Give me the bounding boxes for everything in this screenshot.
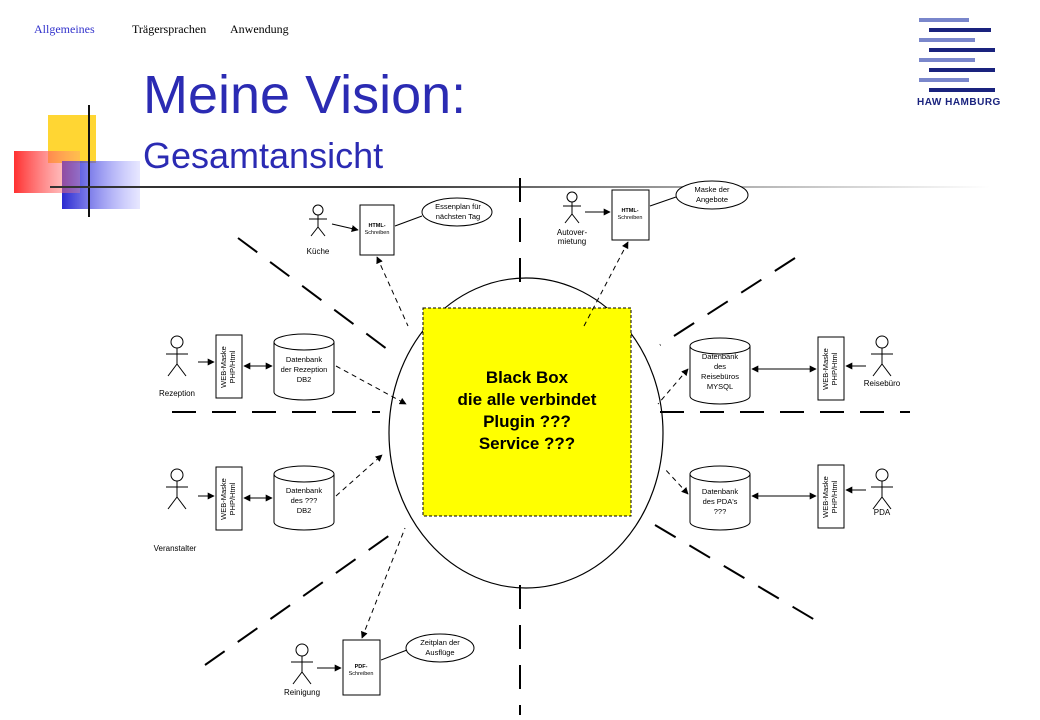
actor-kueche-icon <box>309 204 327 237</box>
actor-rezeption-icon <box>166 335 188 377</box>
db-veranstalter-line3: DB2 <box>297 506 312 515</box>
web-mask-right-bottom: WEB-Maske PHP/Html <box>817 464 845 529</box>
actor-label-kueche: Küche <box>307 247 330 256</box>
system-boundary-circle <box>388 277 664 589</box>
db-pda-line3: ??? <box>714 507 727 516</box>
actor-label-rezeption: Rezeption <box>159 389 195 398</box>
web-mask-left-top: WEB-Maske PHP/Html <box>215 334 243 399</box>
db-pda-line1: Datenbank <box>702 487 739 496</box>
actor-reisebuero-icon <box>871 335 893 377</box>
separator-lower-right <box>654 524 816 621</box>
web-mask-right-bottom-line2: PHP/Html <box>830 480 839 513</box>
doc-html-kueche: HTML- Schreiben <box>359 204 395 256</box>
bubble-essenplan-line1: Essenplan für <box>435 202 481 211</box>
db-rezeption-icon <box>273 333 335 401</box>
actor-label-autovermietung-1: Autover- <box>557 228 588 237</box>
black-box-rect <box>422 307 632 517</box>
web-mask-right-bottom-line1: WEB-Maske <box>821 476 830 518</box>
db-pda-line2: des PDA's <box>703 497 738 506</box>
nav-item-anwendung[interactable]: Anwendung <box>230 22 289 36</box>
bubble-zeitplan: Zeitplan der Ausflüge <box>405 633 475 663</box>
bubble-essenplan: Essenplan für nächsten Tag <box>421 197 493 227</box>
actor-label-pda: PDA <box>874 508 891 517</box>
doc-html-autovermietung: HTML- Schreiben <box>611 189 650 241</box>
bubble-essenplan-line2: nächsten Tag <box>436 212 480 221</box>
db-veranstalter-line1: Datenbank <box>286 486 323 495</box>
web-mask-right-top-line1: WEB-Maske <box>821 348 830 390</box>
logo-text: HAW HAMBURG <box>917 97 1001 108</box>
separator-upper-right <box>659 257 796 346</box>
db-rezeption-line2: der Rezeption <box>281 365 328 374</box>
db-reisebuero-line4: MYSQL <box>707 382 733 391</box>
separator-lines <box>172 178 910 715</box>
actor-veranstalter-icon <box>166 468 188 510</box>
db-veranstalter-line2: des ??? <box>291 496 318 505</box>
web-mask-left-bottom: WEB-Maske PHP/Html <box>215 466 243 531</box>
actor-label-reinigung: Reinigung <box>284 688 320 697</box>
web-mask-left-bottom-line1: WEB-Maske <box>219 478 228 520</box>
db-rezeption-line1: Datenbank <box>286 355 323 364</box>
doc-html-auto-line2: Schreiben <box>618 215 643 221</box>
bubble-maske-line1: Maske der <box>694 185 730 194</box>
doc-html-kueche-line1: HTML- <box>368 223 385 229</box>
doc-pdf-line2: Schreiben <box>349 671 374 677</box>
db-reisebuero-line3: Reisebüros <box>701 372 739 381</box>
black-box-line1: Black Box <box>486 368 569 387</box>
haw-hamburg-logo-icon <box>919 18 995 92</box>
black-box-line4: Service ??? <box>479 434 575 453</box>
nav-item-allgemeines[interactable]: Allgemeines <box>34 22 95 36</box>
solid-connectors <box>198 196 866 672</box>
bubble-maske-angebote: Maske der Angebote <box>675 180 749 210</box>
db-rezeption-line3: DB2 <box>297 375 312 384</box>
web-mask-left-top-line2: PHP/Html <box>228 350 237 383</box>
bubble-zeitplan-line2: Ausflüge <box>425 648 454 657</box>
actor-reinigung-icon <box>291 643 313 685</box>
actor-pda-icon <box>871 468 893 510</box>
black-box-line2: die alle verbindet <box>458 390 597 409</box>
web-mask-left-bottom-line2: PHP/Html <box>228 482 237 515</box>
db-reisebuero-icon <box>689 337 751 405</box>
db-reisebuero-line2: des <box>714 362 726 371</box>
actor-label-autovermietung-2: mietung <box>558 237 586 246</box>
actor-label-veranstalter: Veranstalter <box>154 544 197 553</box>
bubble-zeitplan-line1: Zeitplan der <box>420 638 460 647</box>
doc-pdf-line1: PDF- <box>355 664 368 670</box>
bubble-maske-line2: Angebote <box>696 195 728 204</box>
db-reisebuero-line1: Datenbank <box>702 352 739 361</box>
separator-upper-left <box>237 237 396 356</box>
actor-label-reisebuero: Reisebüro <box>864 379 901 388</box>
actor-autovermietung-icon <box>563 191 581 224</box>
web-mask-right-top-line2: PHP/Html <box>830 352 839 385</box>
db-pda-icon <box>689 465 751 531</box>
page-subtitle: Gesamtansicht <box>143 135 384 176</box>
doc-pdf-reinigung: PDF- Schreiben <box>342 639 381 696</box>
doc-html-kueche-line2: Schreiben <box>365 230 390 236</box>
db-veranstalter-icon <box>273 465 335 531</box>
web-mask-right-top: WEB-Maske PHP/Html <box>817 336 845 401</box>
dashed-connectors <box>335 241 689 639</box>
black-box-line3: Plugin ??? <box>483 412 571 431</box>
page-title: Meine Vision: <box>143 65 467 125</box>
web-mask-left-top-line1: WEB-Maske <box>219 346 228 388</box>
black-box[interactable]: Black Box die alle verbindet Plugin ??? … <box>422 307 632 517</box>
nav-item-traegersprachen[interactable]: Trägersprachen <box>132 22 207 36</box>
doc-html-auto-line1: HTML- <box>621 208 638 214</box>
